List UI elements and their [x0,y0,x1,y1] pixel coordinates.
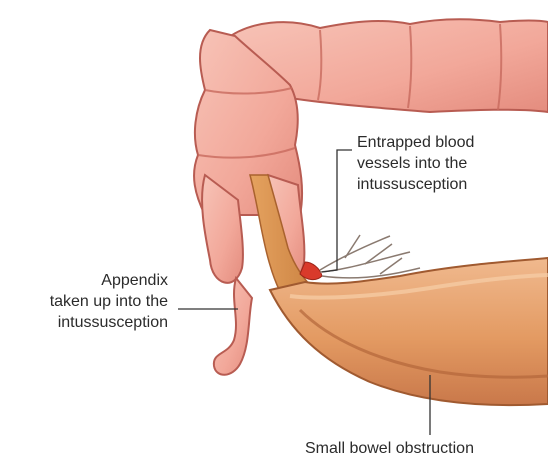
appendix [214,278,252,375]
label-line: vessels into the [357,153,474,174]
label-appendix: Appendix taken up into the intussuscepti… [50,270,168,333]
entrapped-blood-vessels [300,235,420,280]
label-entrapped-blood-vessels: Entrapped blood vessels into the intussu… [357,132,474,195]
label-small-bowel-obstruction: Small bowel obstruction [305,438,474,459]
label-line: Entrapped blood [357,132,474,153]
label-line: Appendix [50,270,168,291]
label-line: intussusception [50,312,168,333]
label-line: intussusception [357,174,474,195]
label-line: taken up into the [50,291,168,312]
